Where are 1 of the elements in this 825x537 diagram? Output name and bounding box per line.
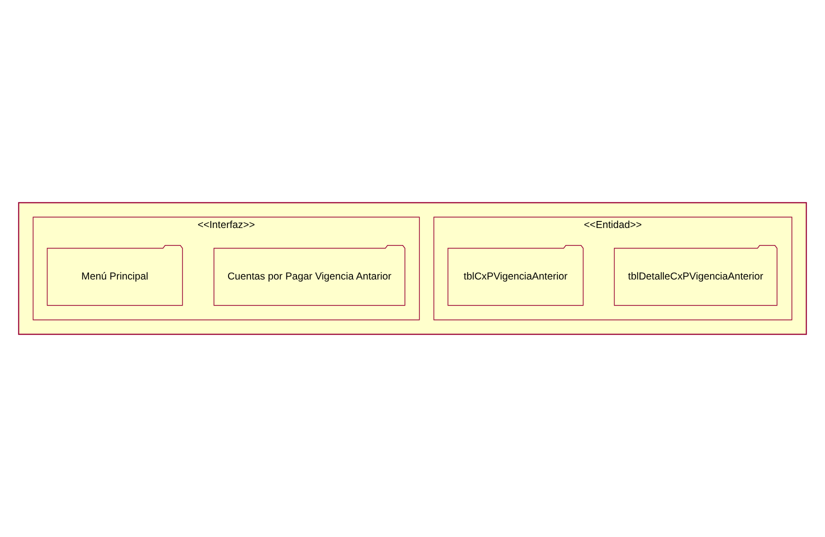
cluster bbox=[18, 202, 807, 335]
